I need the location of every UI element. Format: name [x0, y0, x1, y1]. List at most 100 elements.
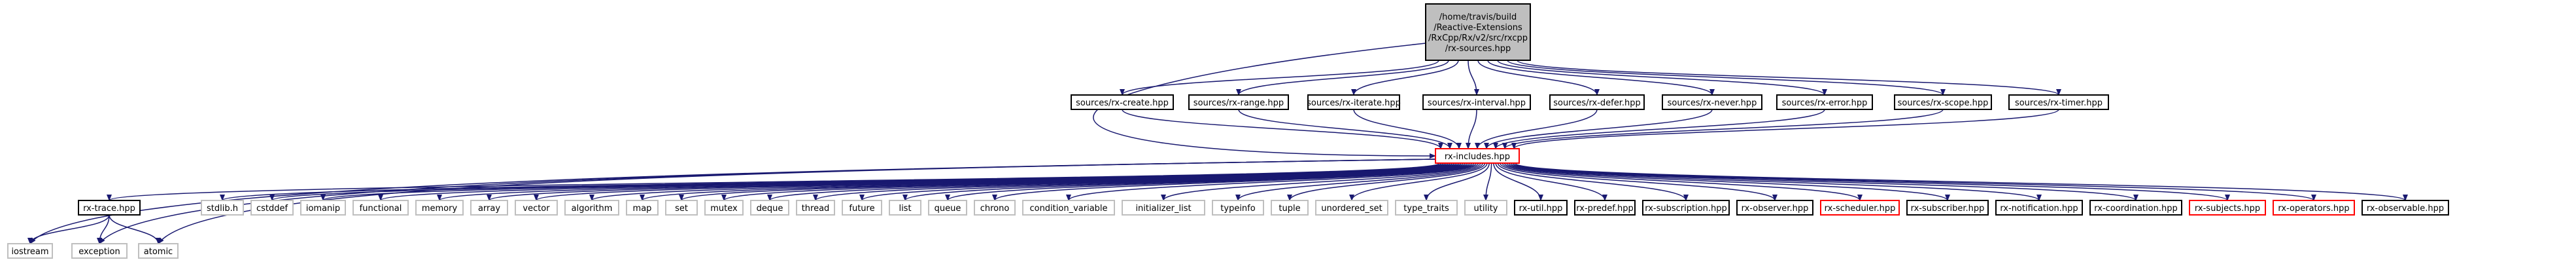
node-dep-subjects[interactable]: rx-subjects.hpp: [2189, 200, 2266, 216]
node-dep-tuple[interactable]: tuple: [1271, 200, 1309, 216]
node-box: [1662, 94, 1762, 110]
node-dep-subscriber[interactable]: rx-subscriber.hpp: [1906, 200, 1989, 216]
edge-source-to-includes: [1511, 109, 2059, 149]
node-box: [1425, 3, 1531, 61]
node-box: [2089, 200, 2182, 216]
node-label: type_traits: [1403, 204, 1449, 214]
node-box: [1894, 94, 1992, 110]
node-dep-predef[interactable]: rx-predef.hpp: [1574, 200, 1636, 216]
node-dep-coordination[interactable]: rx-coordination.hpp: [2089, 200, 2182, 216]
node-src-range[interactable]: sources/rx-range.hpp: [1188, 94, 1289, 110]
edge-trace-to-std: [97, 214, 110, 244]
node-dep-condvar[interactable]: condition_variable: [1022, 200, 1115, 216]
node-box: [1820, 200, 1900, 216]
node-src-interval[interactable]: sources/rx-interval.hpp: [1422, 94, 1531, 110]
node-dep-mutex[interactable]: mutex: [704, 200, 744, 216]
node-dep-utility[interactable]: utility: [1464, 200, 1507, 216]
node-trace-iostream[interactable]: iostream: [7, 243, 53, 259]
node-box: [1315, 200, 1388, 216]
node-rx-includes[interactable]: rx-includes.hpp: [1435, 148, 1520, 164]
node-dep-type_traits[interactable]: type_traits: [1395, 200, 1458, 216]
node-dep-algorithm[interactable]: algorithm: [564, 200, 619, 216]
node-label: map: [633, 204, 652, 214]
node-dep-queue[interactable]: queue: [928, 200, 967, 216]
node-dep-subscription[interactable]: rx-subscription.hpp: [1642, 200, 1730, 216]
node-label: utility: [1474, 204, 1498, 214]
node-dep-deque[interactable]: deque: [750, 200, 789, 216]
node-dep-array[interactable]: array: [470, 200, 508, 216]
node-label: thread: [802, 204, 830, 214]
node-dep-memory[interactable]: memory: [415, 200, 464, 216]
node-label: rx-observable.hpp: [2367, 204, 2444, 214]
edge-includes-to-dep: [487, 162, 1453, 201]
edge-includes-to-dep: [1483, 162, 1492, 201]
node-dep-scheduler[interactable]: rx-scheduler.hpp: [1820, 200, 1900, 216]
edge-trace-to-std: [109, 214, 161, 244]
node-dep-observable[interactable]: rx-observable.hpp: [2361, 200, 2449, 216]
node-dep-functional[interactable]: functional: [352, 200, 409, 216]
node-dep-list[interactable]: list: [889, 200, 921, 216]
node-label: rx-observer.hpp: [1742, 204, 1809, 214]
node-box: [889, 200, 921, 216]
node-box: [515, 200, 558, 216]
node-box: [1271, 200, 1309, 216]
node-trace-exception[interactable]: exception: [71, 243, 128, 259]
node-box: [665, 200, 698, 216]
node-dep-map[interactable]: map: [626, 200, 659, 216]
node-box: [1188, 94, 1289, 110]
dependency-edges: [27, 43, 2408, 244]
node-label: /rx-sources.hpp: [1445, 44, 1511, 54]
edge-root-to-source: [1507, 60, 1946, 96]
node-trace-atomic[interactable]: atomic: [138, 243, 179, 259]
node-src-never[interactable]: sources/rx-never.hpp: [1662, 94, 1762, 110]
node-label: condition_variable: [1029, 204, 1107, 214]
node-dep-observer[interactable]: rx-observer.hpp: [1736, 200, 1813, 216]
node-dep-iomanip[interactable]: iomanip: [300, 200, 346, 216]
node-dep-chrono[interactable]: chrono: [974, 200, 1016, 216]
node-dep-notification[interactable]: rx-notification.hpp: [1995, 200, 2083, 216]
node-dep-unordered_set[interactable]: unordered_set: [1315, 200, 1388, 216]
node-label: rx-scheduler.hpp: [1825, 204, 1896, 214]
node-label: sources/rx-interval.hpp: [1428, 98, 1526, 108]
node-box: [2189, 200, 2266, 216]
node-box: [1549, 94, 1645, 110]
edge-includes-to-dep: [1495, 162, 1607, 201]
node-dep-util[interactable]: rx-util.hpp: [1514, 200, 1568, 216]
node-dep-operators[interactable]: rx-operators.hpp: [2273, 200, 2355, 216]
node-dep-vector[interactable]: vector: [515, 200, 558, 216]
node-dep-cstddef[interactable]: cstddef: [250, 200, 294, 216]
node-src-timer[interactable]: sources/rx-timer.hpp: [2008, 94, 2109, 110]
edge-includes-to-dep: [1161, 162, 1481, 201]
node-dep-trace[interactable]: rx-trace.hpp: [78, 200, 141, 216]
node-box: [1776, 94, 1873, 110]
node-src-scope[interactable]: sources/rx-scope.hpp: [1894, 94, 1992, 110]
node-dep-initlist[interactable]: initializer_list: [1122, 200, 1205, 216]
node-dep-set[interactable]: set: [665, 200, 698, 216]
node-dep-thread[interactable]: thread: [796, 200, 835, 216]
edge-source-to-includes: [1353, 109, 1462, 149]
edge-includes-to-dep: [1235, 162, 1484, 201]
node-box: [974, 200, 1016, 216]
node-src-iterate[interactable]: sources/rx-iterate.hpp: [1307, 94, 1401, 110]
node-dep-typeinfo[interactable]: typeinfo: [1212, 200, 1264, 216]
edge-includes-to-std: [158, 159, 1436, 244]
edge-source-to-includes: [1466, 109, 1477, 149]
node-src-defer[interactable]: sources/rx-defer.hpp: [1549, 94, 1645, 110]
edge-source-to-includes: [1238, 109, 1452, 149]
node-label: rx-notification.hpp: [2000, 204, 2078, 214]
node-label: rx-subscriber.hpp: [1911, 204, 1985, 214]
edge-includes-to-dep: [1503, 162, 1950, 201]
node-box: [842, 200, 882, 216]
node-label: initializer_list: [1135, 204, 1191, 214]
node-src-error[interactable]: sources/rx-error.hpp: [1776, 94, 1873, 110]
node-dep-future[interactable]: future: [842, 200, 882, 216]
node-label: rx-predef.hpp: [1576, 204, 1633, 214]
node-rx-sources[interactable]: /home/travis/build/Reactive-Extensions/R…: [1425, 3, 1531, 61]
node-dep-stdlib[interactable]: stdlib.h: [201, 200, 244, 216]
edge-root-to-source: [1351, 60, 1459, 96]
node-src-create[interactable]: sources/rx-create.hpp: [1071, 94, 1174, 110]
node-label: set: [675, 204, 688, 214]
node-label: list: [899, 204, 911, 214]
node-box: [2273, 200, 2355, 216]
node-box: [138, 243, 179, 259]
